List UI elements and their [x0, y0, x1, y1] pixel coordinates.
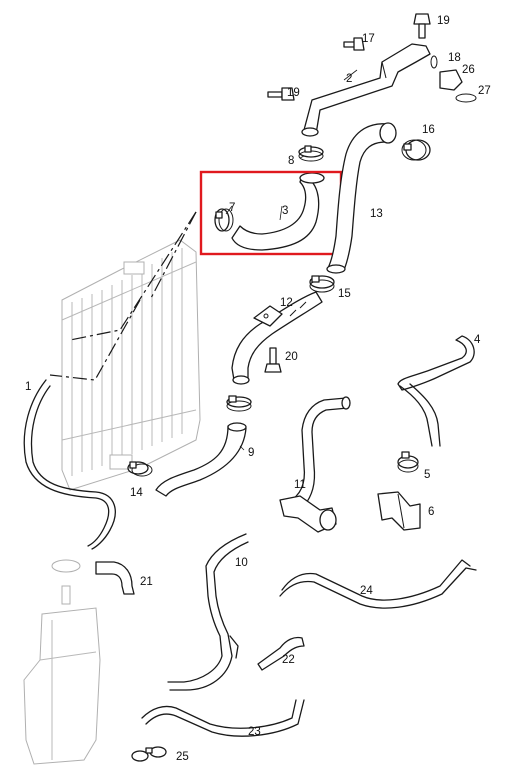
hose-12	[231, 291, 323, 385]
clip-6	[377, 491, 421, 531]
callout-20: 20	[285, 351, 298, 363]
callout-4: 4	[474, 334, 481, 346]
callout-10: 10	[235, 557, 248, 569]
callout-26: 26	[462, 64, 475, 76]
clamp-25	[131, 746, 167, 762]
callout-8: 8	[288, 155, 294, 167]
callout-labels: 1 2 3 4 5 6 7 8 9 10 11 12 13 14 15 16 1…	[25, 15, 491, 763]
clamp-14	[127, 461, 153, 477]
hose-21	[95, 561, 135, 595]
hose-13	[326, 122, 397, 274]
bolt-19-top	[413, 13, 431, 39]
callout-2: 2	[346, 73, 352, 85]
hose-2	[301, 43, 431, 137]
clamp-7	[214, 208, 234, 232]
callout-24: 24	[360, 585, 373, 597]
hose-22	[257, 636, 305, 671]
callout-14: 14	[130, 487, 143, 499]
clamp-5	[397, 451, 419, 473]
radiator-ghost	[61, 239, 201, 491]
assembly-reference-lines	[49, 211, 197, 381]
callout-1: 1	[25, 381, 31, 393]
callout-12: 12	[280, 297, 293, 309]
bolt-19-left	[267, 87, 295, 101]
callout-25: 25	[176, 751, 189, 763]
callout-15: 15	[338, 288, 351, 300]
clamp-9-top	[226, 395, 252, 412]
callout-17: 17	[362, 33, 375, 45]
hose-9	[155, 422, 247, 497]
callout-27: 27	[478, 85, 491, 97]
expansion-tank-ghost	[23, 559, 101, 765]
hose-3	[231, 172, 325, 251]
leader-lines	[225, 69, 358, 451]
clamp-15	[309, 275, 335, 293]
callout-9: 9	[248, 447, 254, 459]
callout-19-left: 19	[287, 87, 300, 99]
callout-11: 11	[294, 479, 306, 491]
callout-5: 5	[424, 469, 430, 481]
callout-6: 6	[428, 506, 434, 518]
bolt-20	[264, 347, 282, 373]
callout-19-top: 19	[437, 15, 450, 27]
hose-10	[167, 533, 249, 691]
hose-4	[397, 335, 475, 447]
callout-22: 22	[282, 654, 295, 666]
callout-3: 3	[282, 205, 288, 217]
hose-24	[279, 559, 477, 609]
callout-16: 16	[422, 124, 435, 136]
hose-11	[279, 396, 351, 533]
callout-23: 23	[248, 726, 261, 738]
clamp-16	[401, 139, 431, 161]
parts-18-26-27	[430, 55, 477, 103]
callout-7: 7	[229, 202, 235, 214]
bolt-17	[343, 37, 365, 51]
clamp-8	[298, 145, 324, 162]
callout-18: 18	[448, 52, 461, 64]
hose-23	[141, 699, 305, 737]
hose-1	[23, 379, 116, 550]
callout-21: 21	[140, 576, 153, 588]
callout-13: 13	[370, 208, 383, 220]
